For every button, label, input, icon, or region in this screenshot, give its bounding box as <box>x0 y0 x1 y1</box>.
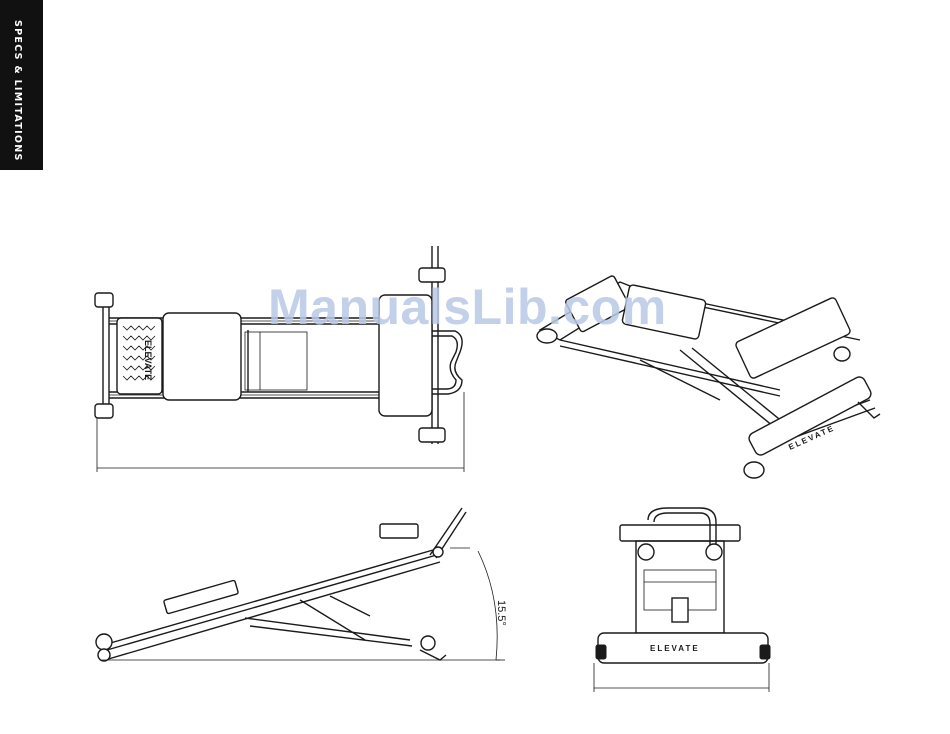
front-view-drawing: ELEVATE <box>594 508 770 692</box>
top-view-deck-label: ELEVATE <box>143 340 153 380</box>
watermark: ManualsLib.com <box>268 278 667 336</box>
side-view-angle-label: 15.5° <box>495 600 507 626</box>
front-view-brand-label: ELEVATE <box>650 644 700 653</box>
side-view-drawing: 15.5° <box>96 508 507 661</box>
